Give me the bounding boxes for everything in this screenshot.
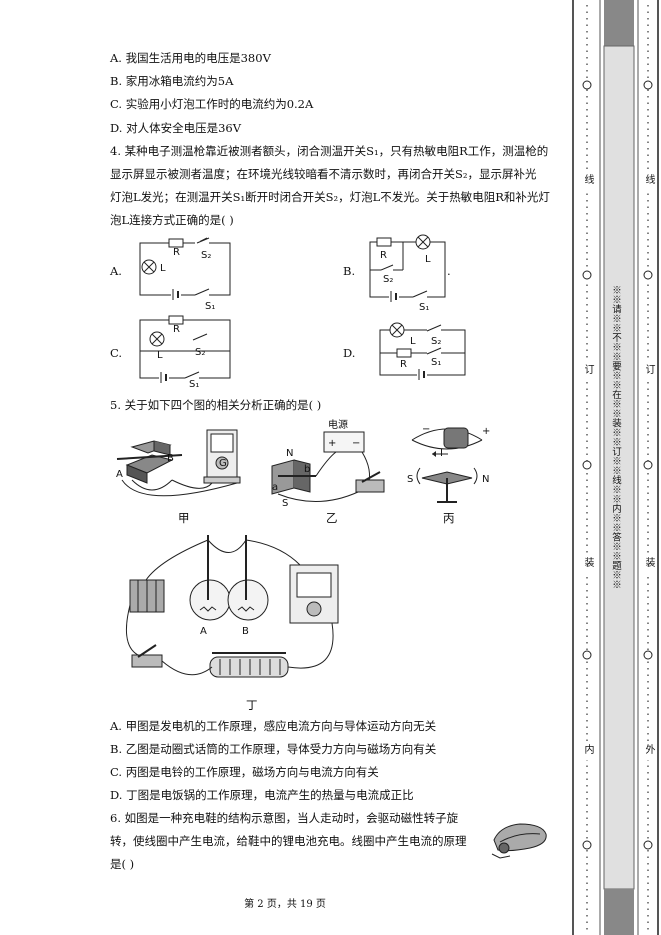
circuit-c-label: C. <box>110 346 123 360</box>
charging-shoe-image <box>491 823 547 859</box>
q5-option-d: D. 丁图是电饭锅的工作原理，电流产生的热量与电流成正比 <box>110 788 414 802</box>
circuit-c-s2: S₂ <box>195 347 205 358</box>
binding-inner-zhuang: 装 <box>582 557 593 567</box>
circuit-a-s2: S₂ <box>201 250 211 261</box>
circuit-b-r: R <box>380 250 387 261</box>
q5-option-a: A. 甲图是发电机的工作原理，感应电流方向与导体运动方向无关 <box>110 719 437 733</box>
figure-yi-motor: 电源 + − N S b a <box>271 418 385 509</box>
binding-outer-zhuang: 装 <box>643 557 654 567</box>
q3-option-b: B. 家用冰箱电流约为5A <box>110 74 234 88</box>
binding-outer-xian: 线 <box>643 174 654 184</box>
binding-outer-wai: 外 <box>643 744 654 754</box>
fig-label-yi: 乙 <box>326 511 338 525</box>
circuit-d-r: R <box>400 359 407 370</box>
circuit-b-s2: S₂ <box>383 274 393 285</box>
binding-inner-nei: 内 <box>582 744 593 754</box>
figure-ding-heating: A B <box>125 535 339 678</box>
yi-b: b <box>304 464 310 475</box>
yi-n: N <box>286 448 293 459</box>
circuit-a-diagram: R L S₂ S₁ <box>139 237 231 312</box>
circuit-d-s2: S₂ <box>431 336 441 347</box>
circuit-b-diagram: R L S₂ S₁ <box>369 234 446 313</box>
jia-g: G <box>219 458 227 469</box>
yi-minus: − <box>352 438 360 449</box>
bing-s: S <box>407 474 413 485</box>
jia-b: B <box>167 453 174 464</box>
yi-power: 电源 <box>328 418 348 431</box>
circuit-a-label: A. <box>110 264 122 278</box>
circuit-a-r: R <box>173 247 180 258</box>
q4-stem-line2: 显示屏显示被测者温度；在环境光线较暗看不清示数时，再闭合开关S₂，显示屏补光 <box>110 167 537 181</box>
q5-option-c: C. 丙图是电铃的工作原理，磁场方向与电流方向有关 <box>110 765 379 779</box>
bing-minus: − <box>422 424 430 435</box>
fig-label-jia: 甲 <box>178 511 190 525</box>
circuit-b-l: L <box>425 254 431 265</box>
ding-a: A <box>200 626 207 637</box>
circuit-d-label: D. <box>343 346 356 360</box>
jia-a: A <box>116 469 123 480</box>
q3-option-a: A. 我国生活用电的电压是380V <box>110 51 271 65</box>
circuit-d-s1: S₁ <box>431 357 441 368</box>
q6-stem-line2: 转，使线圈中产生电流，给鞋中的锂电池充电。线圈中产生电流的原理 <box>110 834 467 848</box>
bing-n: N <box>482 474 489 485</box>
circuit-b-s1: S₁ <box>419 302 429 313</box>
fig-label-bing: 丙 <box>443 511 455 525</box>
q6-stem-line1: 6. 如图是一种充电鞋的结构示意图，当人走动时，会驱动磁性转子旋 <box>110 811 459 825</box>
q5-option-b: B. 乙图是动圈式话筒的工作原理，导体受力方向与磁场方向有关 <box>110 742 437 756</box>
circuit-c-r: R <box>173 324 180 335</box>
binding-inner-ding: 订 <box>582 364 593 374</box>
binding-outer-ding: 订 <box>643 364 654 374</box>
circuit-c-s1: S₁ <box>189 379 199 390</box>
circuit-b-label: B. <box>343 264 356 278</box>
fig-label-ding: 丁 <box>246 698 258 712</box>
page-footer: 第 2 页，共 19 页 <box>244 899 326 910</box>
circuit-c-l: L <box>157 350 163 361</box>
figure-jia-generator: A B G <box>116 429 241 497</box>
q5-stem: 5. 关于如下四个图的相关分析正确的是( ) <box>110 398 322 412</box>
circuit-d-diagram: L S₂ R S₁ <box>379 322 466 380</box>
q4-stem-line1: 4. 某种电子测温枪靠近被测者额头，闭合测温开关S₁，只有热敏电阻R工作，测温枪… <box>110 144 549 158</box>
q6-stem-line3: 是( ) <box>110 857 135 871</box>
circuit-a-l: L <box>160 263 166 274</box>
circuit-a-s1: S₁ <box>205 301 215 312</box>
q4-stem-line3: 灯泡L发光；在测温开关S₁断开时闭合开关S₂，灯泡L不发光。关于热敏电阻R和补光… <box>110 190 550 204</box>
bing-plus: + <box>482 426 490 437</box>
yi-s: S <box>282 498 288 509</box>
binding-warning: ※※请※※不※※要※※在※※装※※订※※线※※内※※答※※题※※ <box>610 285 621 589</box>
circuit-c-diagram: R L S₂ S₁ <box>139 315 231 390</box>
yi-plus: + <box>328 438 336 449</box>
figure-bing-oersted: − + I S N <box>407 424 490 503</box>
binding-inner-xian: 线 <box>582 174 593 184</box>
q3-option-d: D. 对人体安全电压是36V <box>110 121 242 135</box>
yi-a: a <box>272 482 278 493</box>
q4-stem-line4: 泡L连接方式正确的是( ) <box>110 213 234 227</box>
binding-margin <box>572 0 659 935</box>
q3-option-c: C. 实验用小灯泡工作时的电流约为0.2A <box>110 97 314 111</box>
circuit-d-l: L <box>410 336 416 347</box>
ding-b: B <box>242 626 249 637</box>
